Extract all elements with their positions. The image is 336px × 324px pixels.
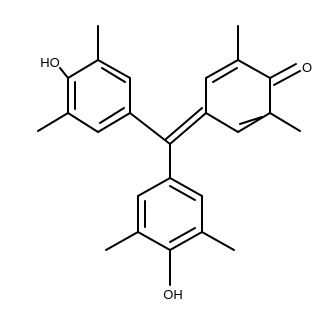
ketone-oxygen-label: O bbox=[302, 60, 312, 75]
hydroxyl-label-bottom: OH bbox=[163, 287, 183, 302]
lower-ring bbox=[105, 177, 235, 286]
quinone-methide-ring bbox=[205, 25, 301, 133]
hydroxyl-bond-top bbox=[59, 67, 69, 79]
hydroxyl-label-top: HO bbox=[40, 55, 60, 70]
central-carbon-bonds bbox=[129, 107, 207, 179]
upper-left-ring bbox=[37, 25, 131, 133]
